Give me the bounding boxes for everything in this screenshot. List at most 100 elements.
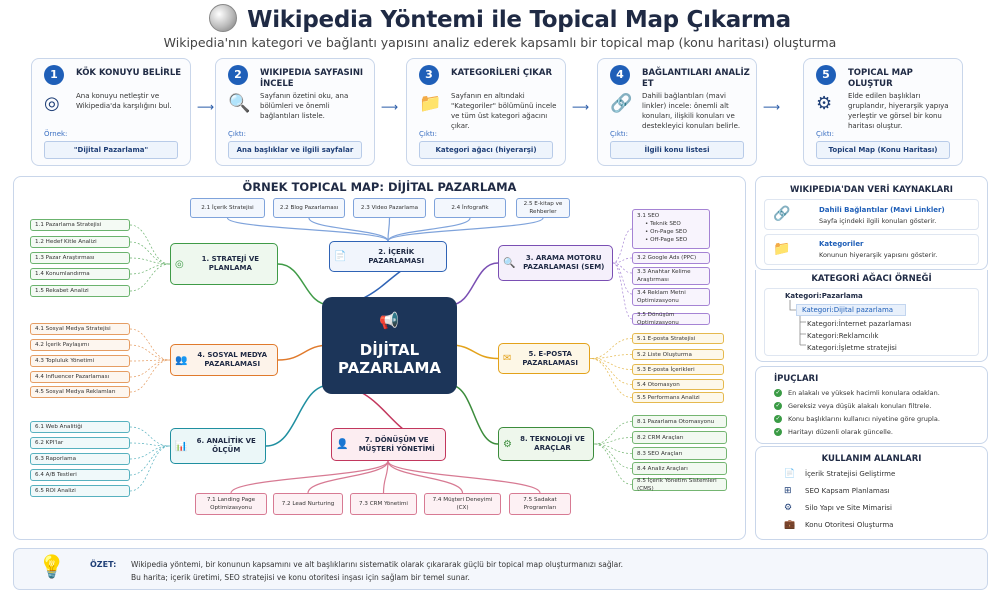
tip-text: En alakalı ve yüksek hacimli konulara od… — [788, 389, 940, 397]
connector-line — [129, 224, 171, 265]
sub-topic: 4.4 Influencer Pazarlaması — [30, 371, 130, 383]
tree-leaf: Kategori:İnternet pazarlaması — [807, 320, 912, 328]
main-node: ⚙ 8. TEKNOLOJİ VE ARAÇLAR — [498, 427, 594, 461]
connector-line — [449, 384, 499, 445]
usage-title: KULLANIM ALANLARI — [821, 454, 922, 464]
usage-text: SEO Kapsam Planlaması — [805, 487, 890, 495]
magnifier-icon: 🔍 — [228, 93, 251, 114]
sub-topic: 2.1 İçerik Stratejisi — [190, 198, 265, 218]
source-item-categories: 📁 Kategoriler Konunun hiyerarşik yapısın… — [764, 234, 979, 265]
main-node-label: 5. E-POSTA PAZARLAMASI — [522, 349, 579, 367]
main-node: ✉ 5. E-POSTA PAZARLAMASI — [498, 343, 590, 374]
hierarchy-icon: ⊞ — [784, 486, 792, 496]
seo-item: • Teknik SEO — [645, 221, 681, 227]
step-number: 1 — [44, 65, 64, 85]
step-number: 3 — [419, 65, 439, 85]
sub-topic: 1.3 Pazar Araştırması — [30, 252, 130, 264]
connector-line — [612, 262, 633, 320]
sub-topic: 2.3 Video Pazarlama — [353, 198, 426, 218]
tip-text: Gereksiz veya düşük alakalı konuları fil… — [788, 402, 932, 410]
sub-topic: 2.5 E-kitap ve Rehberler — [516, 198, 570, 218]
connector-line — [382, 460, 389, 494]
people-icon: 👥 — [175, 354, 188, 366]
main-node: 📊6. ANALİTİK VE ÖLÇÜM — [170, 428, 266, 464]
search-icon: 🔍 — [503, 257, 516, 269]
step-number: 5 — [816, 65, 836, 85]
lightbulb-icon: 💡 — [38, 555, 66, 580]
connector-line — [612, 228, 633, 264]
sub-topic: 8.4 Analiz Araçları — [632, 462, 727, 475]
link-icon: 🔗 — [610, 93, 633, 114]
connector-line — [308, 217, 389, 242]
tree-box — [764, 288, 979, 356]
center-node: 📢 DİJİTAL PAZARLAMA — [322, 297, 457, 394]
summary-label: ÖZET: — [90, 560, 117, 569]
sources-panel: WIKIPEDIA'DAN VERİ KAYNAKLARI 🔗 Dahili B… — [755, 176, 988, 270]
bar-chart-icon: 📊 — [175, 440, 188, 452]
usage-panel: KULLANIM ALANLARI 📄İçerik Stratejisi Gel… — [755, 446, 988, 540]
sub-topic: 7.1 Landing Page Optimizasyonu — [195, 493, 267, 515]
connector-line — [129, 359, 171, 378]
main-node-label: 3. ARAMA MOTORU PAZARLAMASI (SEM) — [523, 254, 605, 271]
sub-topic: 5.3 E-posta İçerikleri — [632, 364, 724, 375]
usage-item: 📄İçerik Stratejisi Geliştirme — [784, 469, 895, 479]
step-desc: Elde edilen başlıkları gruplandır, hiyer… — [848, 92, 949, 130]
sub-topic: 8.3 SEO Araçları — [632, 447, 727, 460]
connector-line — [129, 445, 171, 492]
briefcase-icon: 💼 — [784, 520, 796, 530]
sub-topic: 8.2 CRM Araçları — [632, 431, 727, 444]
step-output-label: Çıktı: — [228, 130, 246, 138]
tree-leaf: Kategori:İşletme stratejisi — [807, 344, 897, 352]
main-node: 🔍 3. ARAMA MOTORU PAZARLAMASI (SEM) — [498, 245, 613, 281]
sub-topic: 5.4 Otomasyon — [632, 379, 724, 390]
tree-title: KATEGORİ AĞACI ÖRNEĞİ — [811, 274, 932, 284]
gear-icon: ⚙ — [503, 438, 512, 450]
step-number: 4 — [610, 65, 630, 85]
sub-topic-title: 3.1 SEO — [637, 213, 660, 219]
sub-topic: 2.2 Blog Pazarlaması — [273, 198, 345, 218]
connector-line — [593, 437, 633, 445]
sources-title: WIKIPEDIA'DAN VERİ KAYNAKLARI — [790, 185, 953, 195]
sub-topic: 7.5 Sadakat Programları — [509, 493, 571, 515]
step-output: "Dijital Pazarlama" — [44, 141, 178, 159]
tip-text: Konu başlıklarını kullanıcı niyetine gör… — [788, 415, 940, 423]
sub-topic: 6.2 KPI'lar — [30, 437, 130, 449]
usage-item: ⊞ SEO Kapsam Planlaması — [784, 486, 890, 496]
connector-line — [129, 263, 171, 292]
tip-item: ✓Gereksiz veya düşük alakalı konuları fi… — [774, 402, 931, 410]
tree-leaf: Kategori:Reklamcılık — [807, 332, 879, 340]
step-output: İlgili konu listesi — [610, 141, 744, 159]
sub-topic: 6.4 A/B Testleri — [30, 469, 130, 481]
check-icon: ✓ — [774, 428, 782, 436]
connector-line — [129, 241, 171, 265]
main-node-label: 8. TEKNOLOJİ VE ARAÇLAR — [520, 435, 585, 452]
seo-item: • Off-Page SEO — [645, 237, 688, 243]
connector-line — [593, 443, 633, 454]
step-output: Kategori ağacı (hiyerarşi) — [419, 141, 553, 159]
sub-topic: 1.5 Rekabet Analizi — [30, 285, 130, 297]
mail-icon: ✉ — [503, 353, 512, 364]
connector-line — [230, 460, 389, 494]
tree-panel: KATEGORİ AĞACI ÖRNEĞİ Kategori:Pazarlama… — [755, 270, 988, 362]
sub-topic: 1.2 Hedef Kitle Analizi — [30, 236, 130, 248]
step-desc: Dahili bağlantıları (mavi linkler) incel… — [642, 92, 741, 130]
step-title: KATEGORİLERİ ÇIKAR — [451, 68, 553, 78]
sub-topic: 6.5 ROI Analizi — [30, 485, 130, 497]
main-node: 👥4. SOSYAL MEDYA PAZARLAMASI — [170, 344, 278, 376]
sub-topic: 6.3 Raporlama — [30, 453, 130, 465]
document-icon: 📄 — [784, 469, 796, 479]
target-icon: ◎ — [44, 93, 60, 114]
connector-line — [612, 257, 633, 264]
center-line-1: DİJİTAL — [359, 341, 420, 359]
connector-line — [129, 359, 171, 362]
main-node: 👤7. DÖNÜŞÜM VE MÜŞTERİ YÖNETİMİ — [331, 428, 446, 461]
sub-topic: 7.3 CRM Yönetimi — [350, 493, 417, 515]
connector-line — [387, 217, 471, 242]
connector-line — [129, 445, 171, 476]
tip-text: Haritayı düzenli olarak güncelle. — [788, 428, 893, 436]
sub-topic: 7.2 Lead Nurturing — [273, 493, 343, 515]
step-output: Topical Map (Konu Haritası) — [816, 141, 950, 159]
usage-text: Silo Yapı ve Site Mimarisi — [805, 504, 892, 512]
sub-topic: 2.4 İnfografik — [434, 198, 506, 218]
